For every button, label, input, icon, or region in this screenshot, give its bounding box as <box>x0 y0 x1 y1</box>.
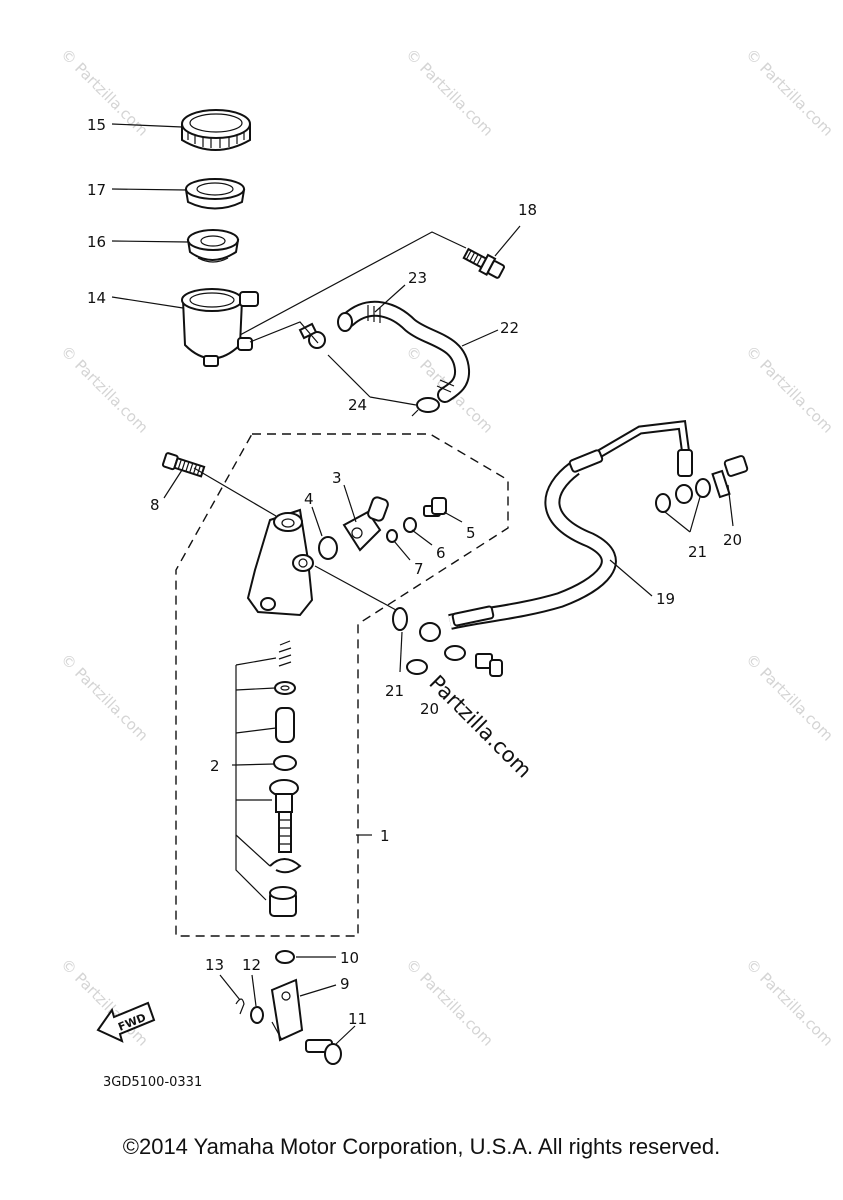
watermark: © Partzilla.com <box>742 45 837 140</box>
screw-5 <box>423 497 447 517</box>
washer-21 <box>695 478 711 498</box>
reservoir-cap <box>181 109 251 151</box>
o-ring <box>318 536 338 560</box>
callout-17: 17 <box>87 181 106 199</box>
watermark: © Partzilla.com <box>742 955 837 1050</box>
washer-21 <box>392 607 408 631</box>
drawing-code: 3GD5100-0331 <box>103 1075 202 1090</box>
master-cylinder-body <box>246 508 314 617</box>
washer-21 <box>406 659 428 675</box>
callout-1: 1 <box>380 827 390 845</box>
copyright-notice: ©2014 Yamaha Motor Corporation, U.S.A. A… <box>122 1134 721 1159</box>
reservoir-tank <box>181 288 259 367</box>
callout-3: 3 <box>332 469 342 487</box>
hose-joint <box>342 496 389 552</box>
leader-lines <box>111 123 734 1045</box>
callout-5: 5 <box>466 524 476 542</box>
diaphragm-holder <box>186 229 240 263</box>
cotter-pin <box>235 998 245 1015</box>
watermark: © Partzilla.com <box>57 650 152 745</box>
callout-7: 7 <box>414 560 424 578</box>
union-bolt-20 <box>711 455 749 499</box>
watermark: © Partzilla.com <box>57 342 152 437</box>
callout-9: 9 <box>340 975 350 993</box>
callout-20-right: 20 <box>723 531 742 549</box>
callout-6: 6 <box>436 544 446 562</box>
callouts: 15 17 16 14 18 23 22 24 3 4 8 5 6 7 21 2… <box>87 116 742 1028</box>
bolt-18 <box>462 247 506 279</box>
callout-19: 19 <box>656 590 675 608</box>
callout-11: 11 <box>348 1010 367 1028</box>
watermark: © Partzilla.com <box>57 955 152 1050</box>
callout-16: 16 <box>87 233 106 251</box>
watermark-center: Partzilla.com <box>424 671 536 783</box>
watermark: © Partzilla.com <box>402 45 497 140</box>
callout-20-left: 20 <box>420 700 439 718</box>
callout-23: 23 <box>408 269 427 287</box>
clevis <box>270 978 304 1042</box>
callout-15: 15 <box>87 116 106 134</box>
callout-12: 12 <box>242 956 261 974</box>
callout-2: 2 <box>210 757 220 775</box>
callout-14: 14 <box>87 289 106 307</box>
watermark-layer: © Partzilla.com © Partzilla.com © Partzi… <box>57 45 837 1050</box>
bolt-8 <box>161 452 206 478</box>
callout-22: 22 <box>500 319 519 337</box>
callout-21-left: 21 <box>385 682 404 700</box>
callout-13: 13 <box>205 956 224 974</box>
callout-10: 10 <box>340 949 359 967</box>
watermark: © Partzilla.com <box>742 650 837 745</box>
assembly-1-boundary <box>175 433 509 937</box>
watermark: © Partzilla.com <box>402 955 497 1050</box>
callout-4: 4 <box>304 490 314 508</box>
washer-21 <box>655 493 671 513</box>
washer-6 <box>403 517 417 533</box>
clevis-pin <box>305 1039 342 1065</box>
callout-8: 8 <box>150 496 160 514</box>
washer-12 <box>250 1006 264 1024</box>
nut <box>275 950 295 964</box>
brake-hose <box>419 420 693 642</box>
watermark: © Partzilla.com <box>742 342 837 437</box>
callout-24: 24 <box>348 396 367 414</box>
reservoir-hose <box>337 300 470 403</box>
callout-18: 18 <box>518 201 537 219</box>
diaphragm <box>184 178 246 210</box>
piston-kit <box>269 640 302 917</box>
callout-21-right: 21 <box>688 543 707 561</box>
union-bolt-20 <box>475 653 503 677</box>
washer-7 <box>386 529 398 543</box>
washer-21 <box>444 645 466 661</box>
